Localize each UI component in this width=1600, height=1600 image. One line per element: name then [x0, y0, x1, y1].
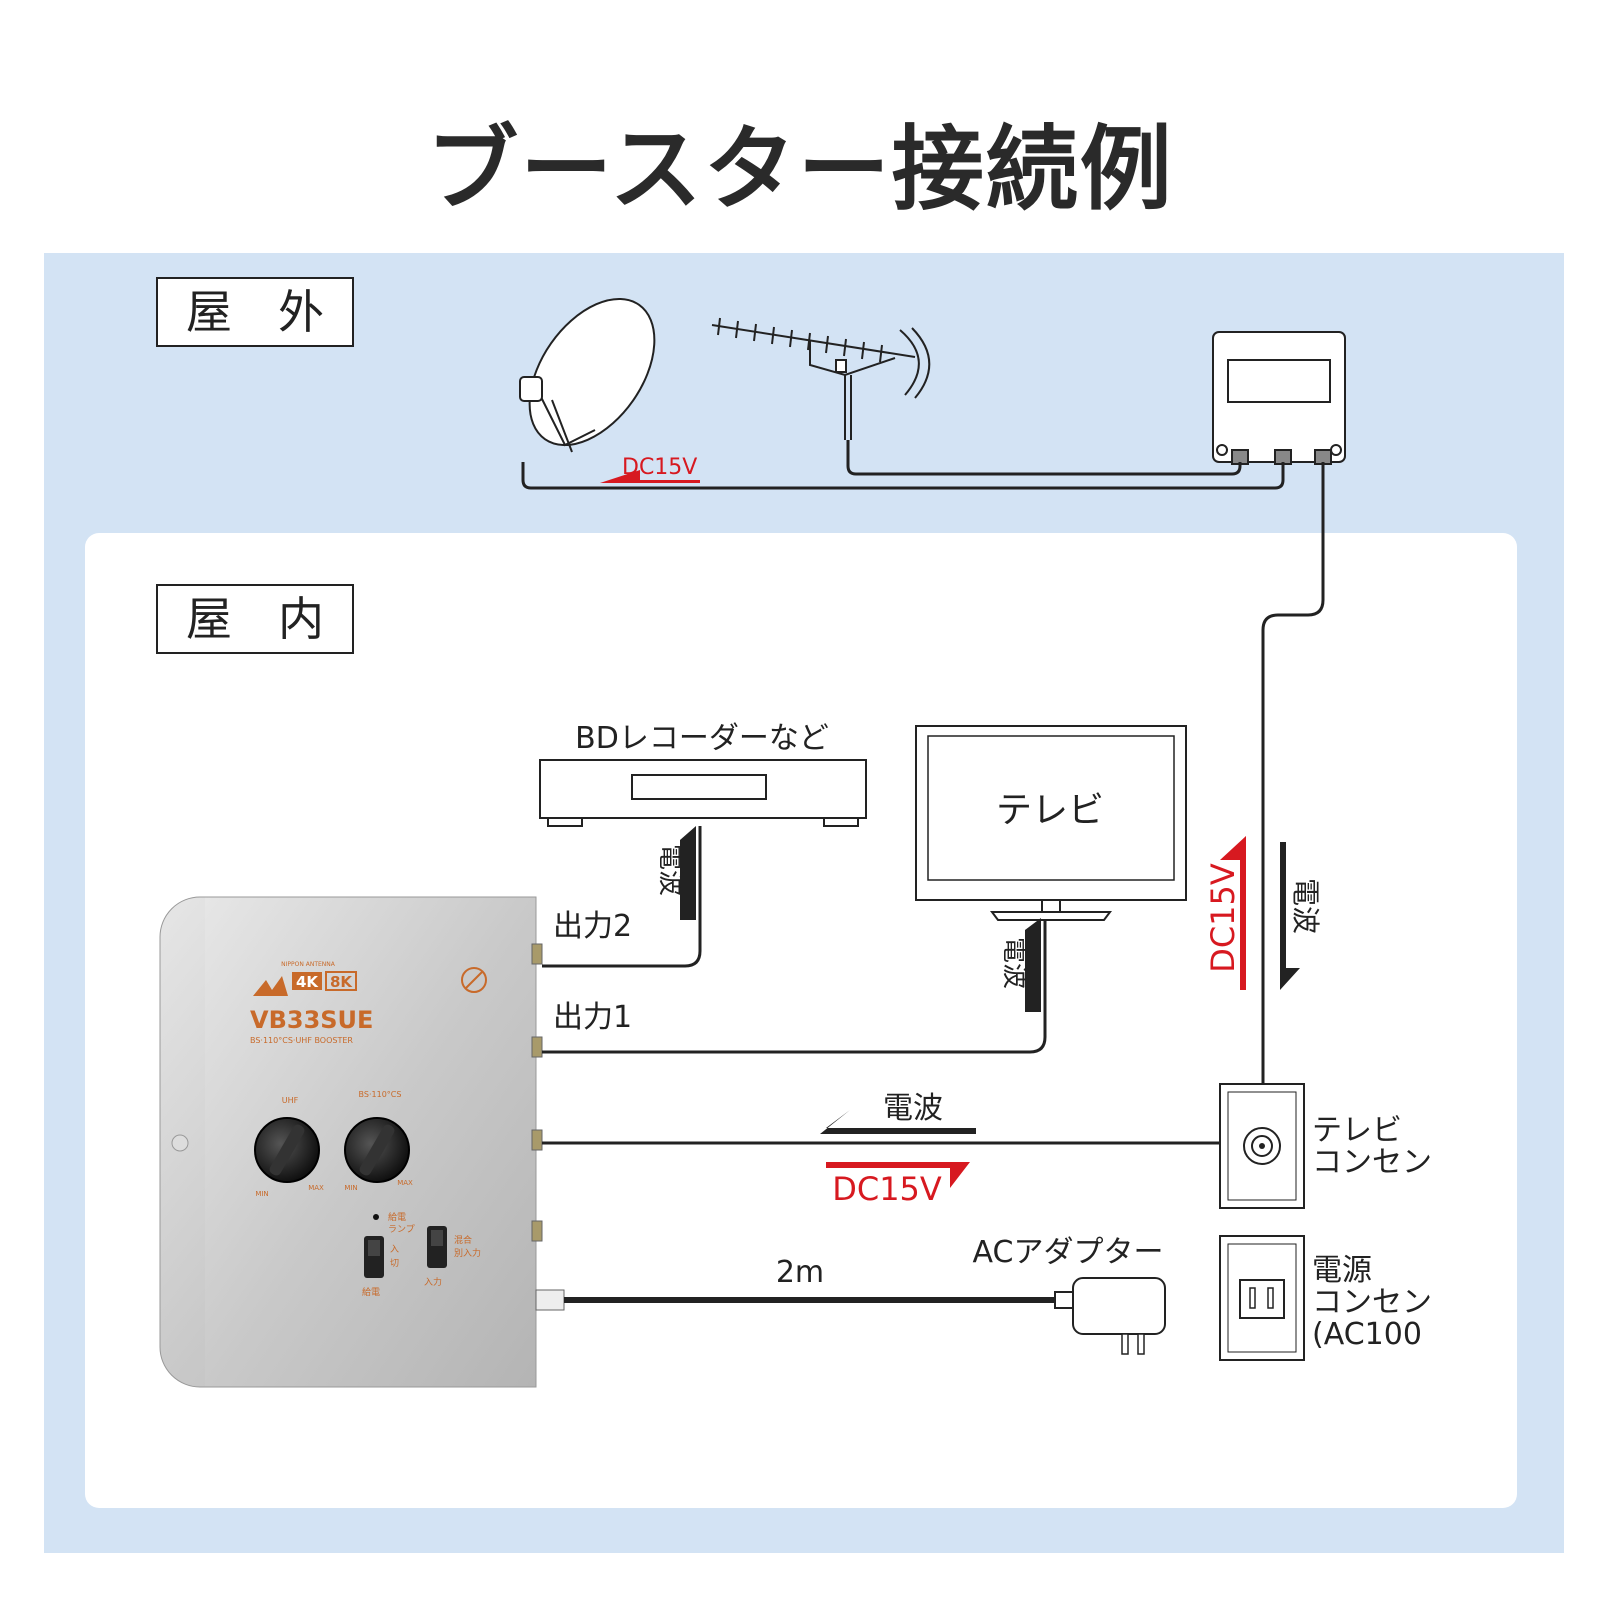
power-wall-outlet: 電源 コンセン (AC100 [1219, 1235, 1432, 1361]
bs-max-label: MAX [397, 1179, 413, 1187]
power-outlet-label-2: コンセン [1312, 1285, 1432, 1320]
outdoor-label: 屋 外 [156, 277, 354, 347]
outdoor-dc-label: DC15V [622, 455, 697, 480]
ac-adapter: ACアダプター [973, 1235, 1166, 1355]
power-switch-on: 入 [390, 1244, 399, 1255]
knob-uhf-label: UHF [282, 1096, 299, 1105]
indoor-label-text: 屋 内 [186, 592, 324, 646]
indoor-label: 屋 内 [156, 584, 354, 654]
output1-label: 出力1 [553, 1000, 632, 1035]
vertical-signal-arrow: 電波 [1280, 842, 1322, 990]
power-outlet-label-3: (AC100 [1312, 1317, 1422, 1352]
outdoor-cables [521, 440, 1325, 1086]
booster-model: VB33SUE [250, 1006, 373, 1034]
signal-arrow-bd: 電波 [655, 826, 696, 920]
horizontal-dc-arrow: DC15V [826, 1162, 970, 1208]
power-switch-label: 給電 [362, 1286, 380, 1298]
tv: テレビ [915, 725, 1187, 921]
input-switch-mix: 混合 [454, 1234, 472, 1246]
bd-recorder: BDレコーダーなど [539, 721, 867, 827]
signal-label-tv: 電波 [999, 937, 1029, 989]
booster-connectors [531, 943, 565, 1311]
signal-label-bd: 電波 [655, 844, 685, 896]
horizontal-signal-arrow: 電波 [820, 1091, 976, 1134]
cable-length-label: 2m [776, 1255, 824, 1290]
booster-subtitle: BS·110°CS·UHF BOOSTER [250, 1036, 353, 1045]
tv-outlet-label-2: コンセン [1312, 1145, 1432, 1180]
signal-arrow-tv: 電波 [999, 918, 1041, 1012]
mixer-box-icon [1212, 331, 1346, 465]
tv-wall-outlet: テレビ コンセン [1219, 1083, 1432, 1209]
bd-recorder-label: BDレコーダーなど [575, 721, 829, 756]
badge-4k: 4K [296, 973, 319, 991]
uhf-antenna-icon [711, 317, 931, 440]
outdoor-dc-arrow: DC15V [600, 455, 700, 483]
horizontal-dc-label: DC15V [832, 1170, 942, 1208]
page-title: ブースター接続例 [426, 116, 1174, 223]
vertical-dc-arrow: DC15V [1204, 836, 1246, 990]
outdoor-label-text: 屋 外 [186, 285, 324, 339]
ac-adapter-label: ACアダプター [973, 1235, 1164, 1270]
lamp-label-1: 給電 [388, 1211, 406, 1223]
horizontal-signal-label: 電波 [883, 1091, 943, 1126]
lamp-label-2: ランプ [388, 1224, 415, 1235]
tv-label: テレビ [996, 790, 1104, 831]
satellite-dish-icon [519, 297, 656, 453]
booster-unit: NIPPON ANTENNA 4K 8K VB33SUE BS·110°CS·U… [159, 896, 565, 1388]
vertical-signal-label: 電波 [1289, 878, 1322, 934]
power-switch-off: 切 [390, 1258, 399, 1269]
power-outlet-label-1: 電源 [1312, 1253, 1372, 1288]
indoor-cables [542, 826, 1220, 1145]
input-switch-label: 入力 [424, 1276, 442, 1288]
badge-8k: 8K [330, 973, 353, 991]
vertical-dc-label: DC15V [1204, 863, 1242, 973]
booster-brand: NIPPON ANTENNA [281, 961, 336, 968]
bs-min-label: MIN [344, 1184, 357, 1192]
brand-logo-icon [253, 976, 288, 996]
uhf-max-label: MAX [308, 1184, 324, 1192]
uhf-min-label: MIN [255, 1190, 268, 1198]
input-switch-separate: 別入力 [454, 1247, 481, 1259]
tv-outlet-label-1: テレビ [1312, 1113, 1402, 1148]
output2-label: 出力2 [553, 909, 632, 944]
knob-bs-label: BS·110°CS [359, 1090, 402, 1099]
